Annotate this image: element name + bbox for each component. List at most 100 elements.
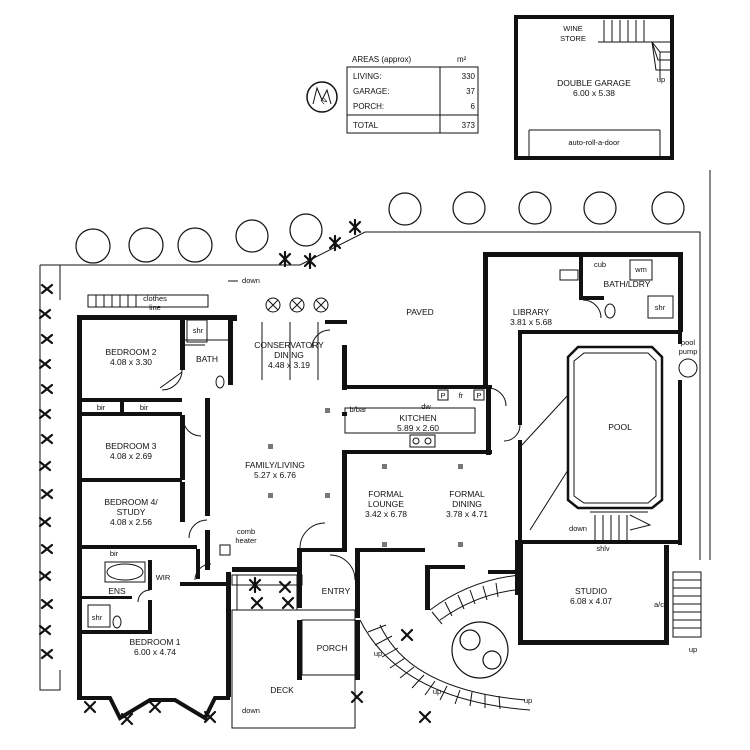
clothes-label-2: line	[149, 303, 161, 312]
dw-label: dw	[421, 402, 431, 411]
fixture-labels: shr shr shr bir bir bir WIR cub wm dw b/…	[92, 260, 698, 622]
studio-dims: 6.08 x 4.07	[570, 596, 612, 606]
areas-table-header: AREAS (approx)	[352, 55, 411, 64]
formal-lounge-dims: 3.42 x 6.78	[365, 509, 407, 519]
down-deck-label: down	[242, 706, 260, 715]
ens-name: ENS	[108, 586, 126, 596]
ac-label: a/c	[654, 600, 664, 609]
formal-lounge-name-2: LOUNGE	[368, 499, 404, 509]
double-garage: WINE STORE DOUBLE GARAGE 6.00 x 5.38 aut…	[514, 15, 674, 160]
bir-b-label: bir	[140, 403, 149, 412]
side-stairs	[672, 571, 702, 638]
down-pool-label: down	[569, 524, 587, 533]
up-curve-label-2: up	[524, 696, 532, 705]
door-swings	[137, 299, 602, 603]
conservatory-dims: 4.48 x 3.19	[268, 360, 310, 370]
stair-labels: down down down up up up up	[228, 276, 697, 715]
bedroom3-name: BEDROOM 3	[105, 441, 156, 451]
conservatory-name-2: DINING	[274, 350, 304, 360]
areas-table: AREAS (approx) m² LIVING: 330 GARAGE: 37…	[346, 55, 479, 134]
library-dims: 3.81 x 5.68	[510, 317, 552, 327]
area-total-value: 373	[462, 121, 476, 130]
sanitary-fixtures	[87, 259, 674, 629]
entry-name: ENTRY	[322, 586, 351, 596]
bath-name: BATH	[196, 354, 218, 364]
deck-name: DECK	[270, 685, 294, 695]
up-curve-label-1: up	[433, 687, 441, 696]
clothes-label-1: clothes	[143, 294, 167, 303]
garage-stair	[598, 20, 672, 80]
garage-stair-up: up	[657, 75, 665, 84]
formal-lounge-name-1: FORMAL	[368, 489, 404, 499]
kitchen-name: KITCHEN	[399, 413, 436, 423]
pool-pump-label-2: pump	[679, 347, 698, 356]
house-walls	[77, 252, 683, 721]
clothes-line: clothes line	[87, 294, 209, 312]
area-porch-value: 6	[471, 102, 476, 111]
areas-table-unit: m²	[457, 55, 467, 64]
p2-label: P	[476, 391, 481, 400]
down-top-label: down	[242, 276, 260, 285]
fr-label: fr	[459, 391, 464, 400]
area-garage-value: 37	[466, 87, 475, 96]
family-dims: 5.27 x 6.76	[254, 470, 296, 480]
bedroom2-name: BEDROOM 2	[105, 347, 156, 357]
svg-text:N: N	[319, 96, 329, 106]
garage-dims: 6.00 x 5.38	[573, 88, 615, 98]
wine-store-label-2: STORE	[560, 34, 586, 43]
pool-pump-label-1: pool	[681, 338, 696, 347]
bath-ldry-name: BATH/LDRY	[604, 279, 651, 289]
north-arrow-icon: N	[306, 81, 338, 113]
bir-c-label: bir	[110, 549, 119, 558]
curved-stairs	[359, 574, 531, 711]
bedroom1-dims: 6.00 x 4.74	[134, 647, 176, 657]
formal-dining-name-1: FORMAL	[449, 489, 485, 499]
garage-door-label: auto-roll-a-door	[568, 138, 620, 147]
studio-name: STUDIO	[575, 586, 608, 596]
area-garage-label: GARAGE:	[353, 87, 389, 96]
area-living-value: 330	[462, 72, 476, 81]
up-porch-label: up	[374, 649, 382, 658]
bbar-label: b/bar	[349, 405, 367, 414]
garage-name: DOUBLE GARAGE	[557, 78, 631, 88]
bedroom1-name: BEDROOM 1	[129, 637, 180, 647]
up-right-label: up	[689, 645, 697, 654]
family-name: FAMILY/LIVING	[245, 460, 305, 470]
area-porch-label: PORCH:	[353, 102, 384, 111]
shr-ldry-label: shr	[655, 303, 666, 312]
wm-label: wm	[634, 265, 647, 274]
trees	[75, 191, 685, 264]
comb-heater-label-1: comb	[237, 527, 255, 536]
conservatory-name-1: CONSERVATORY	[254, 340, 324, 350]
formal-dining-dims: 3.78 x 4.71	[446, 509, 488, 519]
cub-label: cub	[594, 260, 606, 269]
paved-name: PAVED	[406, 307, 434, 317]
bedroom3-dims: 4.08 x 2.69	[110, 451, 152, 461]
area-total-label: TOTAL	[353, 121, 379, 130]
deck	[231, 609, 356, 729]
shrubs	[38, 218, 432, 726]
pool-pump-icon	[678, 358, 698, 378]
bedroom4-dims: 4.08 x 2.56	[110, 517, 152, 527]
bedroom2-dims: 4.08 x 3.30	[110, 357, 152, 367]
shr-ens-label: shr	[92, 613, 103, 622]
site-boundary	[39, 170, 711, 691]
pool: POOL	[521, 345, 664, 540]
wir-label: WIR	[156, 573, 171, 582]
conservatory-pots	[265, 297, 329, 313]
p1-label: P	[440, 391, 445, 400]
room-labels: BEDROOM 2 4.08 x 3.30 BATH BEDROOM 3 4.0…	[104, 279, 650, 695]
bedroom4-name-1: BEDROOM 4/	[104, 497, 158, 507]
shr-bath-label: shr	[193, 326, 204, 335]
wine-store-label-1: WINE	[563, 24, 583, 33]
formal-dining-name-2: DINING	[452, 499, 482, 509]
bir-a-label: bir	[97, 403, 106, 412]
area-living-label: LIVING:	[353, 72, 381, 81]
ceiling-light-markers	[268, 408, 463, 547]
pool-label: POOL	[608, 422, 632, 432]
porch-name: PORCH	[317, 643, 348, 653]
library-name: LIBRARY	[513, 307, 550, 317]
conservatory-glazing	[261, 322, 319, 380]
kitchen-dims: 5.89 x 2.60	[397, 423, 439, 433]
